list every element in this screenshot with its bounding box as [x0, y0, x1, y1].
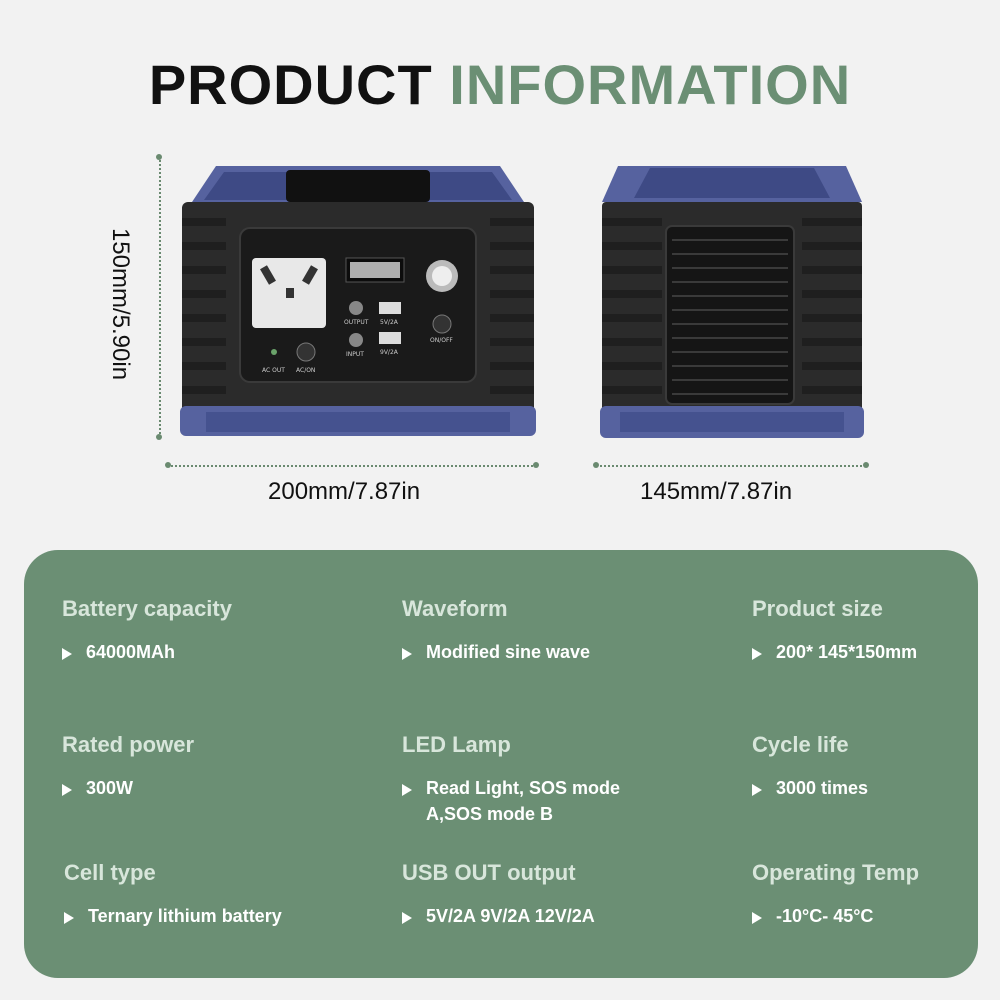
guide-dot — [156, 154, 162, 160]
bullet-arrow-icon — [402, 648, 412, 660]
acout-label: AC OUT — [262, 367, 285, 374]
spec-cycle-life: Cycle life 3000 times — [752, 732, 868, 801]
spec-led-lamp: LED Lamp Read Light, SOS mode A,SOS mode… — [402, 732, 620, 827]
front-width-guide — [168, 465, 536, 467]
output-label: OUTPUT — [344, 319, 369, 326]
bullet-arrow-icon — [64, 912, 74, 924]
spec-heading: Product size — [752, 596, 883, 621]
page-title: PRODUCT INFORMATION — [0, 52, 1000, 117]
side-width-dimension: 145mm/7.87in — [640, 478, 793, 505]
spec-value: 64000MAh — [86, 642, 176, 662]
power-station-side-image — [600, 166, 864, 438]
spec-heading: LED Lamp — [402, 732, 511, 757]
usb1-label: 5V/2A — [380, 319, 399, 326]
title-word-information: INFORMATION — [449, 53, 852, 116]
specs-panel: Battery capacity 64000MAh Waveform Modif… — [24, 550, 978, 978]
spec-value: 3000 times — [776, 778, 869, 798]
spec-heading: Cell type — [64, 860, 156, 885]
spec-heading: Operating Temp — [752, 860, 920, 885]
spec-heading: Battery capacity — [62, 596, 232, 621]
bullet-arrow-icon — [402, 912, 412, 924]
spec-value: 300W — [86, 778, 134, 798]
power-station-front-image: OUTPUT INPUT 5V/2A 9V/2A ON/OFF AC OUT A… — [180, 166, 536, 436]
bullet-arrow-icon — [62, 784, 72, 796]
bullet-arrow-icon — [62, 648, 72, 660]
spec-value: A,SOS mode B — [426, 804, 554, 824]
spec-cell-type: Cell type Ternary lithium battery — [64, 860, 282, 929]
height-guide — [159, 157, 161, 437]
spec-heading: Cycle life — [752, 732, 849, 757]
spec-value: Ternary lithium battery — [88, 906, 282, 926]
spec-value: Read Light, SOS mode — [426, 778, 621, 798]
input-label: INPUT — [346, 351, 364, 358]
spec-value: Modified sine wave — [426, 642, 591, 662]
spec-product-size: Product size 200* 145*150mm — [752, 596, 917, 665]
title-word-product: PRODUCT — [148, 53, 433, 116]
acon-label: AC/ON — [296, 367, 315, 374]
bullet-arrow-icon — [752, 648, 762, 660]
spec-heading: USB OUT output — [402, 860, 576, 885]
spec-heading: Rated power — [62, 732, 195, 757]
spec-value: 5V/2A 9V/2A 12V/2A — [426, 906, 595, 926]
spec-heading: Waveform — [402, 596, 508, 621]
spec-waveform: Waveform Modified sine wave — [402, 596, 590, 665]
bullet-arrow-icon — [402, 784, 412, 796]
bullet-arrow-icon — [752, 912, 762, 924]
spec-value: -10°C- 45°C — [776, 906, 874, 926]
side-width-guide — [596, 465, 866, 467]
usb2-label: 9V/2A — [380, 349, 399, 356]
spec-usb-out-output: USB OUT output 5V/2A 9V/2A 12V/2A — [402, 860, 595, 929]
onoff-label: ON/OFF — [430, 337, 453, 344]
bullet-arrow-icon — [752, 784, 762, 796]
spec-rated-power: Rated power 300W — [62, 732, 194, 801]
guide-dot — [593, 462, 599, 468]
height-dimension: 150mm/5.90in — [107, 227, 134, 381]
spec-operating-temp: Operating Temp -10°C- 45°C — [752, 860, 919, 929]
spec-value: 200* 145*150mm — [776, 642, 918, 662]
guide-dot — [863, 462, 869, 468]
guide-dot — [533, 462, 539, 468]
guide-dot — [156, 434, 162, 440]
spec-battery-capacity: Battery capacity 64000MAh — [62, 596, 232, 665]
guide-dot — [165, 462, 171, 468]
front-width-dimension: 200mm/7.87in — [268, 478, 421, 505]
